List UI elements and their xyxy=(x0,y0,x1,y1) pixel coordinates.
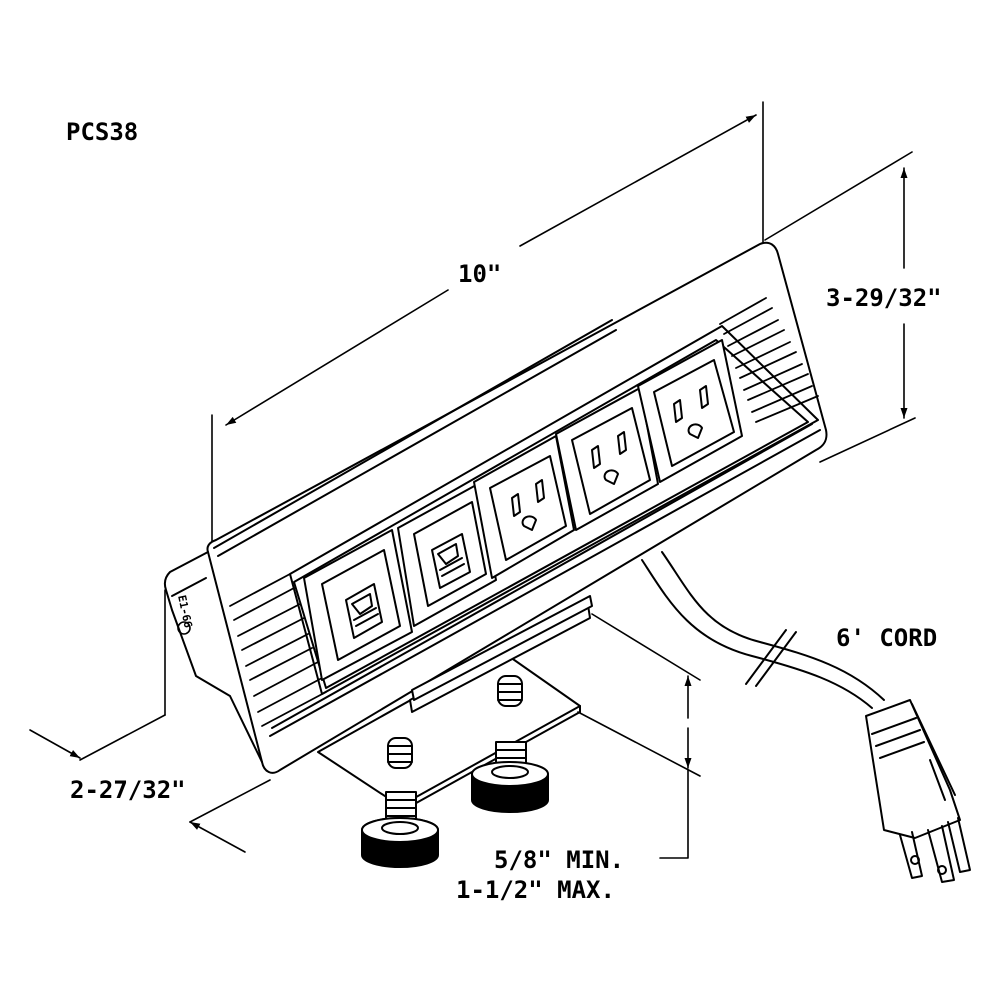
power-cord xyxy=(641,551,971,883)
power-center-housing xyxy=(163,241,828,774)
clamp-min-label: 5/8" MIN. xyxy=(494,846,625,874)
depth-label: 2-27/32" xyxy=(70,776,186,804)
length-label: 10" xyxy=(458,260,502,288)
power-outlet-2 xyxy=(555,387,659,531)
power-outlet-1 xyxy=(473,435,575,579)
cord-label: 6' CORD xyxy=(836,624,938,652)
clamp-max-label: 1-1/2" MAX. xyxy=(456,876,615,904)
clamp-knob-left xyxy=(361,737,439,868)
model-label: PCS38 xyxy=(66,118,139,146)
length-dimension xyxy=(211,101,764,551)
height-label: 3-29/32" xyxy=(826,284,942,312)
data-jack-2 xyxy=(397,483,497,627)
power-outlet-3 xyxy=(637,339,743,483)
clamp-knob-right xyxy=(471,675,549,813)
data-jack-1 xyxy=(303,529,413,681)
height-dimension xyxy=(764,151,916,463)
right-end-grille xyxy=(719,297,819,423)
depth-dimension xyxy=(29,589,271,853)
clamp-dimension xyxy=(577,613,701,859)
left-end-grille xyxy=(229,573,327,727)
